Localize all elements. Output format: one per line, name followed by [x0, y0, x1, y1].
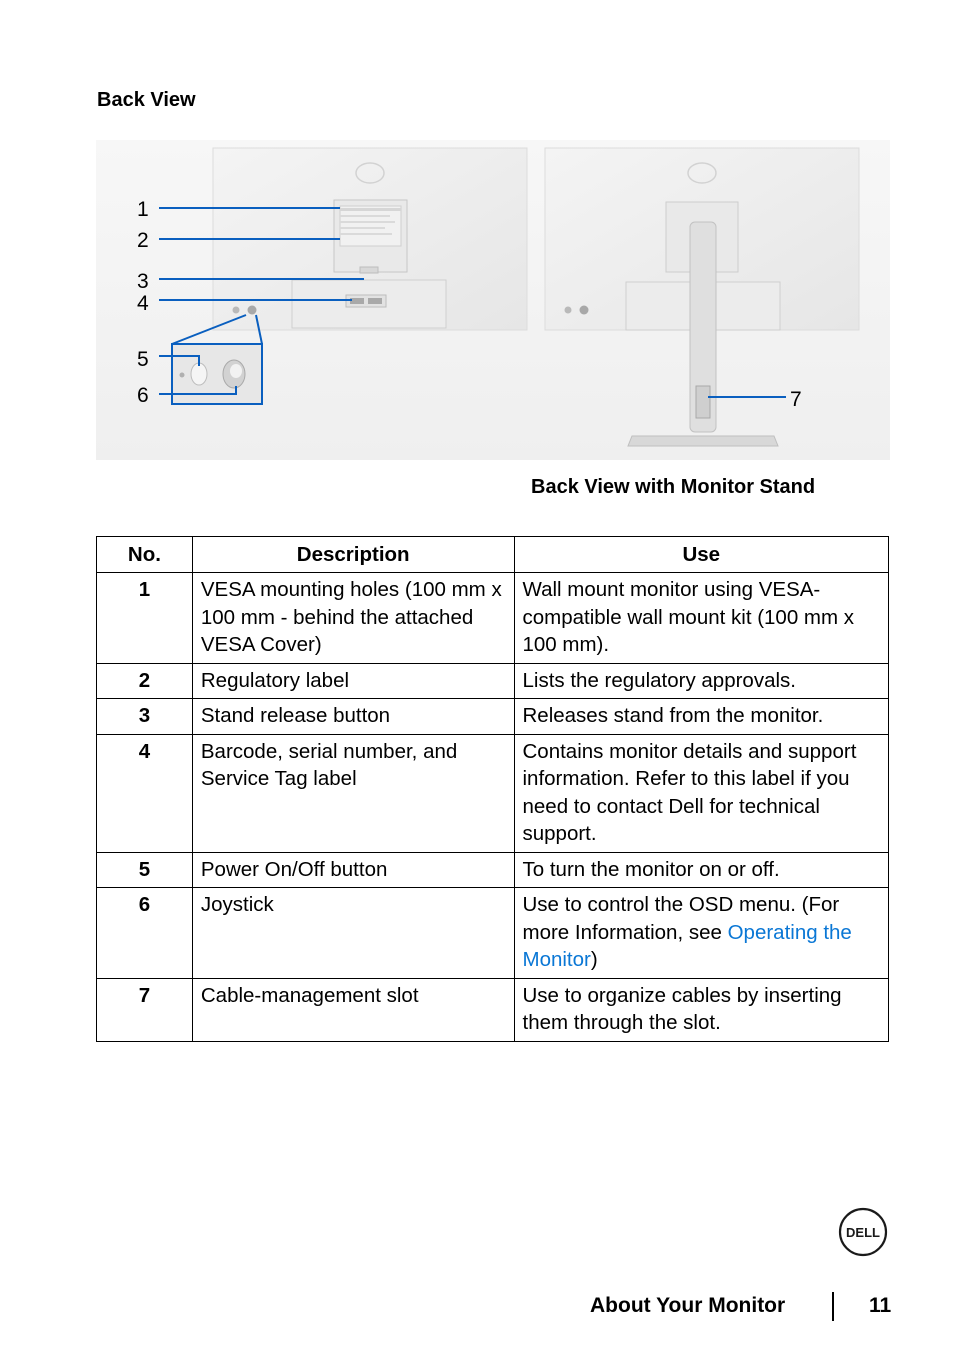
row-number: 5	[96, 851, 193, 888]
stand-base	[627, 435, 779, 447]
monitor-with-stand-view	[544, 147, 860, 447]
row-description: Barcode, serial number, and Service Tag …	[191, 733, 515, 853]
row-number: 2	[96, 662, 193, 699]
row-description: Regulatory label	[191, 662, 515, 699]
svg-text:DELL: DELL	[846, 1225, 880, 1240]
dell-logo-emboss-icon	[355, 162, 385, 184]
callout-6: 6	[137, 384, 149, 407]
table-row: 3 Stand release button Releases stand fr…	[96, 698, 889, 735]
power-button-icon	[232, 306, 240, 314]
use-text-suffix: )	[590, 948, 598, 971]
joystick-icon	[247, 305, 257, 315]
row-number: 4	[96, 733, 193, 853]
row-use: To turn the monitor on or off.	[513, 851, 889, 888]
section-title: Back View	[97, 89, 196, 111]
callout-lines	[159, 207, 786, 398]
row-use: Wall mount monitor using VESA-compatible…	[513, 572, 889, 664]
operating-monitor-link[interactable]: Operating the Monitor	[522, 920, 852, 972]
table-row: 6 Joystick Use to control the OSD menu. …	[96, 887, 889, 979]
footer-chapter-title: About Your Monitor	[590, 1294, 786, 1317]
header-use: Use	[513, 536, 889, 573]
row-description: Joystick	[191, 887, 515, 979]
header-description: Description	[191, 536, 515, 573]
row-number: 3	[96, 698, 193, 735]
figure-caption: Back View with Monitor Stand	[531, 476, 816, 498]
table-header-row: No. Description Use	[96, 536, 889, 573]
port-panel	[291, 279, 447, 329]
callout-7: 7	[790, 388, 802, 411]
dell-logo-icon: DELL	[838, 1207, 888, 1257]
back-view-figure: 1 2 3 4 5 6 7	[96, 140, 890, 460]
row-description: VESA mounting holes (100 mm x 100 mm - b…	[191, 572, 515, 664]
regulatory-label	[339, 205, 402, 247]
table-row: 2 Regulatory label Lists the regulatory …	[96, 662, 889, 699]
table-row: 4 Barcode, serial number, and Service Ta…	[96, 733, 889, 853]
row-number: 1	[96, 572, 193, 664]
footer-divider	[832, 1292, 834, 1321]
cable-slot	[695, 385, 711, 419]
row-use: Contains monitor details and support inf…	[513, 733, 889, 853]
row-use: Lists the regulatory approvals.	[513, 662, 889, 699]
callout-2: 2	[137, 229, 149, 252]
table-row: 1 VESA mounting holes (100 mm x 100 mm -…	[96, 572, 889, 664]
use-text-prefix: Use to control the OSD menu. (For more I…	[522, 893, 840, 944]
row-use: Use to organize cables by inserting them…	[513, 977, 889, 1042]
callout-3: 3	[137, 270, 149, 293]
callout-1: 1	[137, 198, 149, 221]
monitor-back-view	[212, 147, 528, 331]
stand-column	[689, 221, 717, 433]
row-use: Releases stand from the monitor.	[513, 698, 889, 735]
row-use: Use to control the OSD menu. (For more I…	[513, 887, 889, 979]
page-number: 11	[869, 1294, 892, 1317]
callout-5: 5	[137, 348, 149, 371]
row-description: Cable-management slot	[191, 977, 515, 1042]
stand-release-button	[359, 266, 379, 274]
row-description: Stand release button	[191, 698, 515, 735]
row-number: 7	[96, 977, 193, 1042]
dell-logo-emboss-icon	[687, 162, 717, 184]
table-row: 5 Power On/Off button To turn the monito…	[96, 851, 889, 888]
components-table: No. Description Use 1 VESA mounting hole…	[96, 536, 889, 1042]
row-number: 6	[96, 887, 193, 979]
table-row: 7 Cable-management slot Use to organize …	[96, 977, 889, 1042]
callout-4: 4	[137, 292, 149, 315]
header-no: No.	[96, 536, 193, 573]
row-description: Power On/Off button	[191, 851, 515, 888]
